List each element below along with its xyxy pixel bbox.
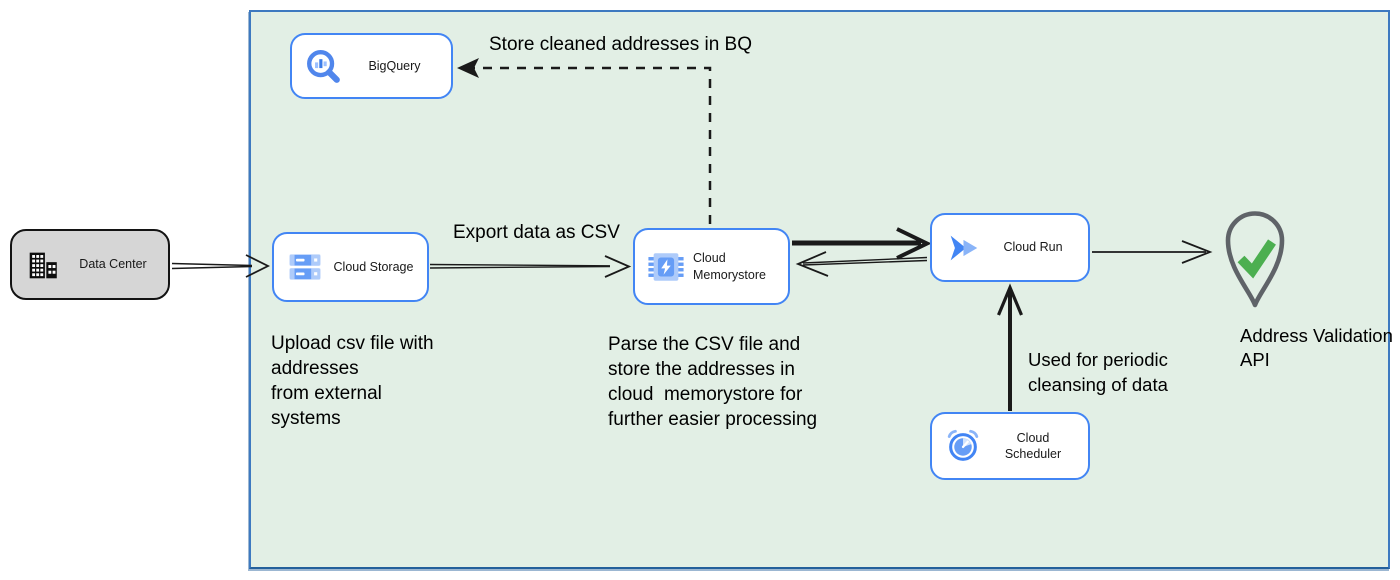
annotation-upload-note: Upload csv file with addresses from exte…	[271, 333, 434, 429]
node-label: Data Center	[79, 257, 147, 272]
building-icon	[24, 246, 62, 284]
node-cloud-storage: Cloud Storage	[272, 232, 429, 302]
node-cloud-run: Cloud Run	[930, 213, 1090, 282]
cloud-run-chevrons-icon	[944, 229, 982, 267]
node-label: Cloud Run	[1003, 240, 1063, 255]
node-label: Cloud Storage	[333, 259, 414, 274]
node-data-center: Data Center	[10, 229, 170, 300]
node-label: Cloud Scheduler	[1004, 430, 1062, 461]
bigquery-magnifier-icon	[304, 47, 342, 85]
scheduler-clock-icon	[944, 427, 982, 465]
node-cloud-memorystore: Cloud Memorystore	[633, 228, 790, 305]
address-validation-api-label: Address Validation API	[1240, 325, 1393, 370]
location-pin-check-icon	[1219, 207, 1291, 309]
annotation-periodic-note: Used for periodic cleansing of data	[1028, 349, 1168, 395]
cloud-boundary-panel	[249, 10, 1390, 569]
node-label: Cloud Memorystore	[693, 251, 766, 282]
node-label: BigQuery	[368, 58, 421, 73]
annotation-store-bq: Store cleaned addresses in BQ	[489, 34, 752, 55]
annotation-export-csv: Export data as CSV	[453, 222, 620, 243]
annotation-parse-note: Parse the CSV file and store the address…	[608, 334, 818, 430]
node-bigquery: BigQuery	[290, 33, 453, 99]
storage-buckets-icon	[286, 248, 324, 286]
node-cloud-scheduler: Cloud Scheduler	[930, 412, 1090, 480]
memorystore-chip-icon	[647, 248, 685, 286]
